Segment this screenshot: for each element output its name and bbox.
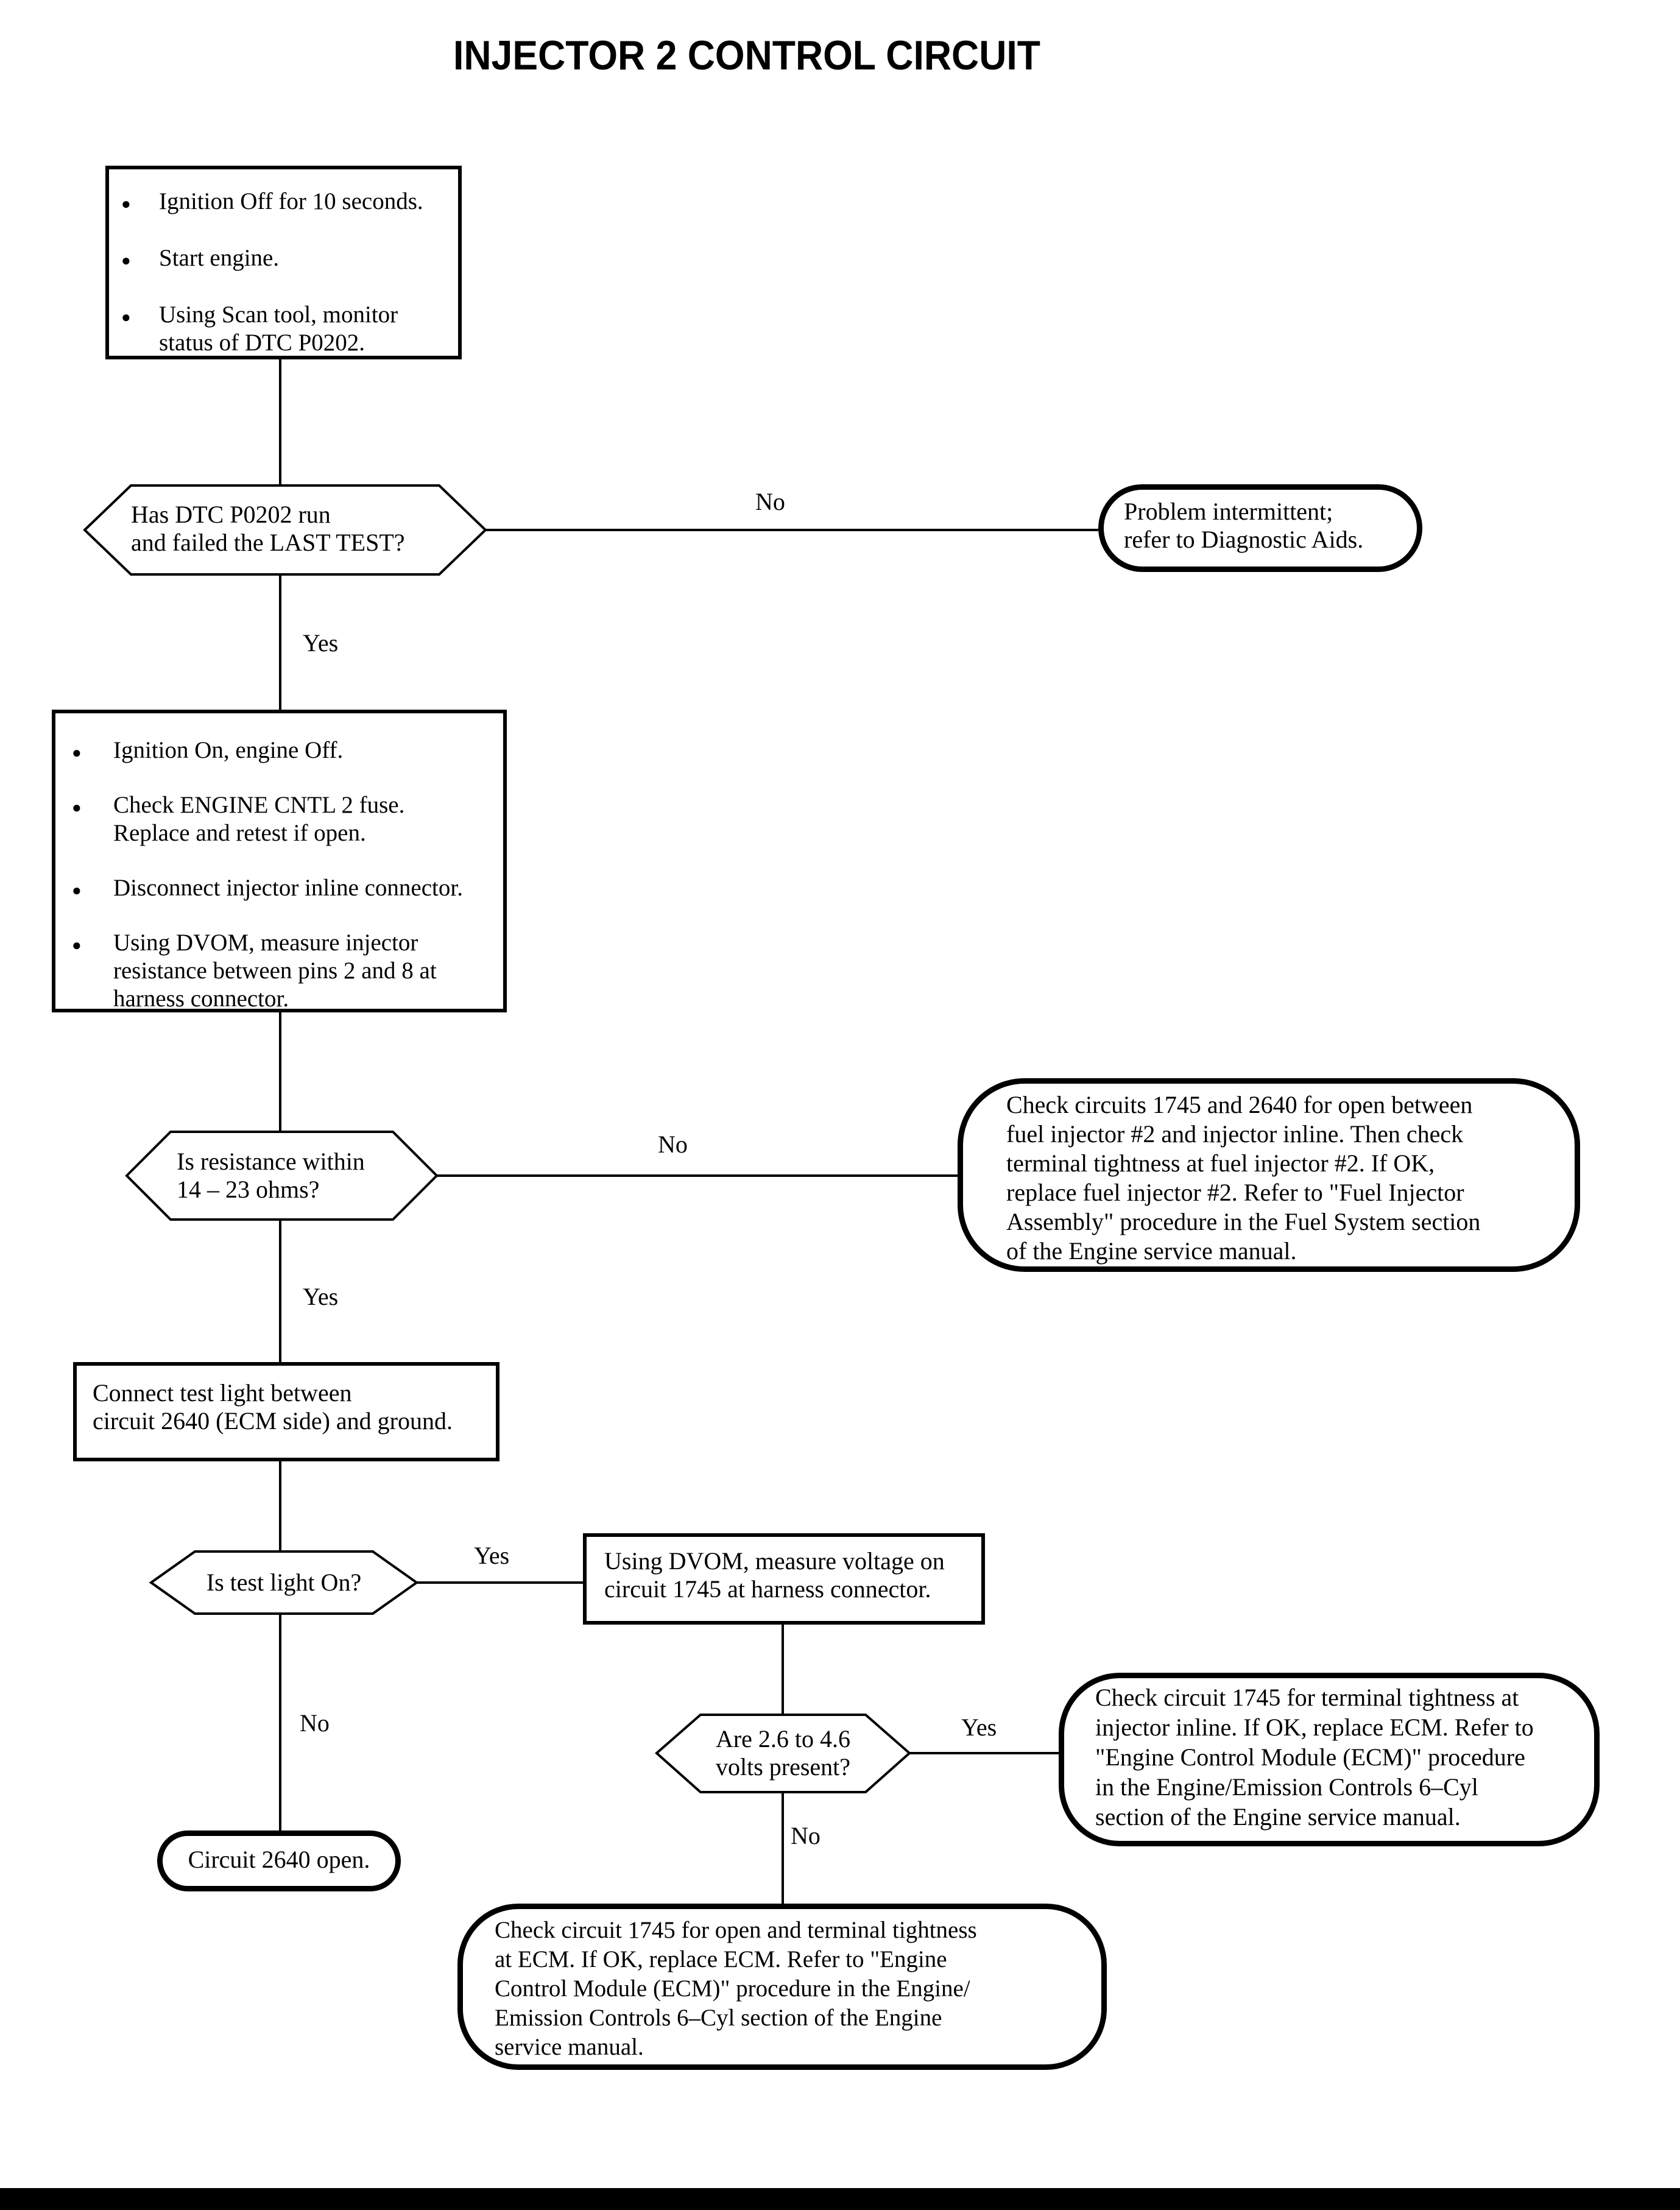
action-check-circuits-text: Check circuits 1745 and 2640 for open be…: [1006, 1091, 1481, 1265]
decision3-text: Is test light On?: [206, 1569, 362, 1596]
step4-box: [583, 1533, 985, 1625]
decision1-yes-label: Yes: [303, 629, 339, 657]
action-check-1745-ecm-text: Check circuit 1745 for open and terminal…: [495, 1917, 977, 2060]
decision2-no-label: No: [658, 1131, 688, 1158]
decision4-no-label: No: [791, 1822, 821, 1849]
step2-bullet-3: Disconnect injector inline connector.: [72, 874, 497, 905]
decision4-yes-label: Yes: [961, 1714, 997, 1741]
decision3-yes-label: Yes: [474, 1542, 510, 1569]
page-title: INJECTOR 2 CONTROL CIRCUIT: [453, 32, 1040, 79]
step2-bullet-4: Using DVOM, measure injector resistance …: [72, 929, 497, 1013]
terminator-circuit-open-text: Circuit 2640 open.: [188, 1846, 370, 1873]
decision3-no-label: No: [300, 1709, 330, 1737]
step3-text: Connect test light between circuit 2640 …: [93, 1379, 453, 1435]
step2-bullet-1: Ignition On, engine Off.: [72, 736, 497, 767]
action-check-1745-inline-box: [1059, 1673, 1600, 1846]
decision2-text: Is resistance within 14 – 23 ohms?: [177, 1148, 365, 1203]
step1-bullet-2: Start engine.: [121, 244, 452, 275]
action-check-1745-inline-text: Check circuit 1745 for terminal tightnes…: [1095, 1684, 1534, 1830]
step1-bullet-1: Ignition Off for 10 seconds.: [121, 188, 452, 218]
step1-bullet-3: Using Scan tool, monitor status of DTC P…: [121, 301, 452, 357]
terminator-problem-intermittent: [1098, 484, 1422, 572]
step3-box: [73, 1362, 499, 1461]
step2-bullet-list: Ignition On, engine Off. Check ENGINE CN…: [55, 713, 503, 1013]
action-check-1745-ecm-box: [457, 1904, 1107, 2070]
step2-box: Ignition On, engine Off. Check ENGINE CN…: [52, 710, 507, 1012]
step1-bullet-list: Ignition Off for 10 seconds. Start engin…: [109, 169, 458, 357]
scan-artifact-bar: [0, 2188, 1680, 2210]
decision1-text: Has DTC P0202 run and failed the LAST TE…: [131, 501, 405, 556]
terminator-problem-intermittent-text: Problem intermittent; refer to Diagnosti…: [1124, 498, 1364, 553]
action-check-circuits-box: [958, 1078, 1580, 1272]
step2-bullet-2: Check ENGINE CNTL 2 fuse. Replace and re…: [72, 791, 497, 847]
decision4-text: Are 2.6 to 4.6 volts present?: [715, 1725, 851, 1781]
step1-box: Ignition Off for 10 seconds. Start engin…: [105, 166, 462, 359]
decision2-yes-label: Yes: [303, 1283, 339, 1310]
decision1-no-label: No: [755, 488, 785, 515]
step4-text: Using DVOM, measure voltage on circuit 1…: [604, 1547, 945, 1603]
terminator-circuit-open: [157, 1830, 401, 1891]
